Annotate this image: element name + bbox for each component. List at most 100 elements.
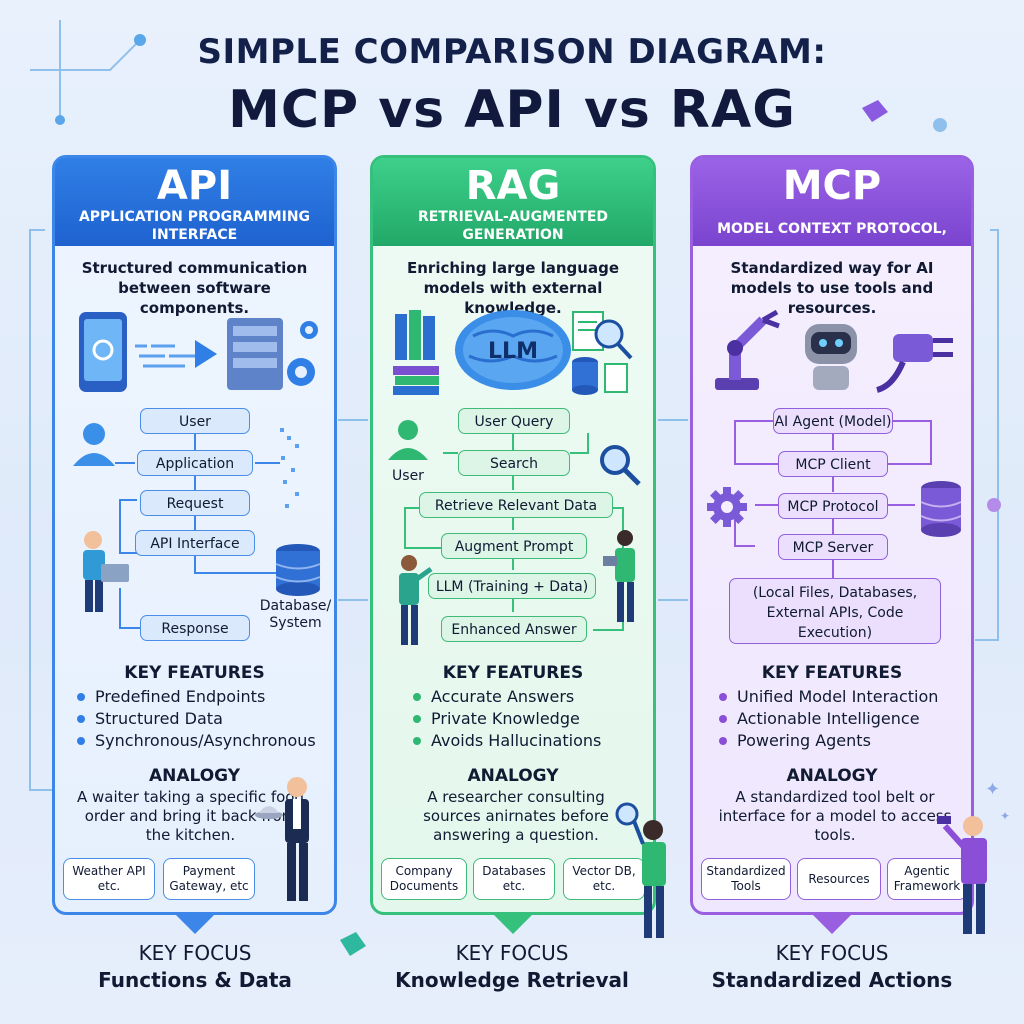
api-panel: API APPLICATION PROGRAMMING INTERFACE St… [52, 155, 337, 934]
phone-icon [79, 312, 127, 392]
database-icon [920, 481, 962, 537]
mcp-title: MCP [782, 163, 882, 209]
rag-flow-user-query: User Query [458, 408, 570, 434]
rag-panel: RAG RETRIEVAL-AUGMENTED GENERATION Enric… [370, 155, 656, 934]
rag-flow-enhanced-answer: Enhanced Answer [441, 616, 587, 642]
mcp-resources-box: (Local Files, Databases, External APIs, … [729, 578, 941, 644]
rag-flow-search: Search [458, 450, 570, 476]
waiter-icon [255, 777, 309, 901]
woman-with-tablet-icon [603, 530, 635, 622]
api-analogy-text: A waiter taking a specific food order an… [77, 788, 304, 844]
mcp-analogy-title: ANALOGY [786, 766, 878, 786]
api-key-focus-title: KEY FOCUS [138, 941, 252, 965]
rag-analogy-text: A researcher consulting sources anirnate… [423, 788, 609, 844]
mcp-flow-server: MCP Server [778, 534, 888, 560]
gear-icon [707, 487, 747, 527]
rag-flow-llm: LLM (Training + Data) [428, 573, 596, 599]
rag-analogy-title: ANALOGY [467, 766, 559, 786]
mcp-analogy-text: A standardized tool belt or interface fo… [718, 788, 952, 844]
svg-text:✦: ✦ [985, 779, 1000, 800]
api-title: API [156, 163, 233, 209]
mcp-key-focus-title: KEY FOCUS [775, 941, 889, 965]
api-key-features: Predefined Endpoints Structured Data Syn… [77, 686, 316, 752]
robot-arm-icon [715, 309, 780, 390]
api-pointer [172, 912, 217, 934]
brain-icon [455, 310, 571, 390]
api-description: Structured communication between softwar… [81, 259, 308, 317]
api-flow-user: User [140, 408, 250, 434]
rag-key-focus: KEY FOCUS Knowledge Retrieval [362, 940, 662, 994]
plug-icon [876, 334, 953, 393]
mcp-header: MCP MODEL CONTEXT PROTOCOL, [693, 158, 971, 246]
mcp-flow-client: MCP Client [778, 451, 888, 477]
api-tag-weather: Weather API etc. [63, 858, 155, 900]
api-flow-request: Request [140, 490, 250, 516]
list-item: Predefined Endpoints [77, 686, 316, 708]
brain-label: LLM [488, 339, 538, 364]
server-icon [227, 318, 283, 390]
api-tag-payment: Payment Gateway, etc [163, 858, 255, 900]
api-header: API APPLICATION PROGRAMMING INTERFACE [55, 158, 334, 246]
database-icon [572, 357, 628, 395]
magnifier-icon [600, 445, 641, 486]
rag-key-focus-value: Knowledge Retrieval [395, 968, 629, 992]
list-item: Private Knowledge [413, 708, 601, 730]
rag-tag-databases: Databases etc. [473, 858, 555, 900]
list-item: Actionable Intelligence [719, 708, 938, 730]
list-item: Unified Model Interaction [719, 686, 938, 708]
api-key-focus: KEY FOCUS Functions & Data [45, 940, 345, 994]
rag-key-features: Accurate Answers Private Knowledge Avoid… [413, 686, 601, 752]
list-item: Synchronous/Asynchronous [77, 730, 316, 752]
mcp-key-features-title: KEY FEATURES [761, 663, 903, 683]
books-icon [393, 310, 439, 395]
api-flow-response: Response [140, 615, 250, 641]
api-analogy-title: ANALOGY [148, 766, 241, 786]
api-flow-application: Application [137, 450, 253, 476]
title-line1: SIMPLE COMPARISON DIAGRAM: [197, 32, 827, 72]
list-item: Structured Data [77, 708, 316, 730]
mcp-key-features: Unified Model Interaction Actionable Int… [719, 686, 938, 752]
mcp-pointer [810, 912, 854, 934]
database-icon [275, 544, 321, 596]
rag-key-focus-title: KEY FOCUS [455, 941, 569, 965]
mcp-key-focus-value: Standardized Actions [711, 968, 953, 992]
mcp-panel: MCP MODEL CONTEXT PROTOCOL, Standardized… [690, 155, 974, 934]
robot-icon [805, 324, 857, 390]
api-key-features-title: KEY FEATURES [124, 663, 265, 683]
rag-title: RAG [465, 163, 561, 209]
developer-with-laptop-icon [83, 531, 129, 612]
rag-header: RAG RETRIEVAL-AUGMENTED GENERATION [373, 158, 653, 246]
api-key-focus-value: Functions & Data [98, 968, 292, 992]
researcher-with-magnifier-icon [615, 802, 666, 938]
mcp-flow-protocol: MCP Protocol [778, 493, 888, 519]
rag-tag-company-docs: Company Documents [381, 858, 467, 900]
mcp-key-focus: KEY FOCUS Standardized Actions [682, 940, 982, 994]
mcp-subtitle: MODEL CONTEXT PROTOCOL, [717, 221, 947, 237]
svg-text:✦: ✦ [1000, 809, 1010, 823]
rag-description: Enriching large language models with ext… [407, 259, 619, 317]
api-subtitle: APPLICATION PROGRAMMING INTERFACE [78, 209, 311, 243]
list-item: Avoids Hallucinations [413, 730, 601, 752]
researcher-pointing-icon [399, 555, 433, 645]
mcp-flow-ai-agent: AI Agent (Model) [773, 408, 893, 434]
rag-subtitle: RETRIEVAL-AUGMENTED GENERATION [417, 209, 609, 243]
rag-tag-vector-db: Vector DB, etc. [563, 858, 645, 900]
rag-pointer [491, 912, 535, 934]
technician-with-tool-icon [937, 816, 987, 934]
document-search-icon [572, 311, 633, 360]
rag-flow-augment: Augment Prompt [441, 533, 587, 559]
mcp-tag-resources: Resources [797, 858, 881, 900]
api-database-label: Database/ System [259, 598, 332, 631]
user-icon [73, 423, 115, 466]
rag-user-label: User [392, 468, 424, 484]
mcp-tag-agentic: Agentic Framework [887, 858, 967, 900]
api-illustration [55, 306, 334, 396]
gear-icon [287, 321, 318, 386]
list-item: Accurate Answers [413, 686, 601, 708]
rag-flow-retrieve: Retrieve Relevant Data [419, 492, 613, 518]
api-flow-connectors [115, 428, 299, 629]
title-line2: MCP vs API vs RAG [228, 80, 796, 140]
rag-key-features-title: KEY FEATURES [442, 663, 584, 683]
list-item: Powering Agents [719, 730, 938, 752]
